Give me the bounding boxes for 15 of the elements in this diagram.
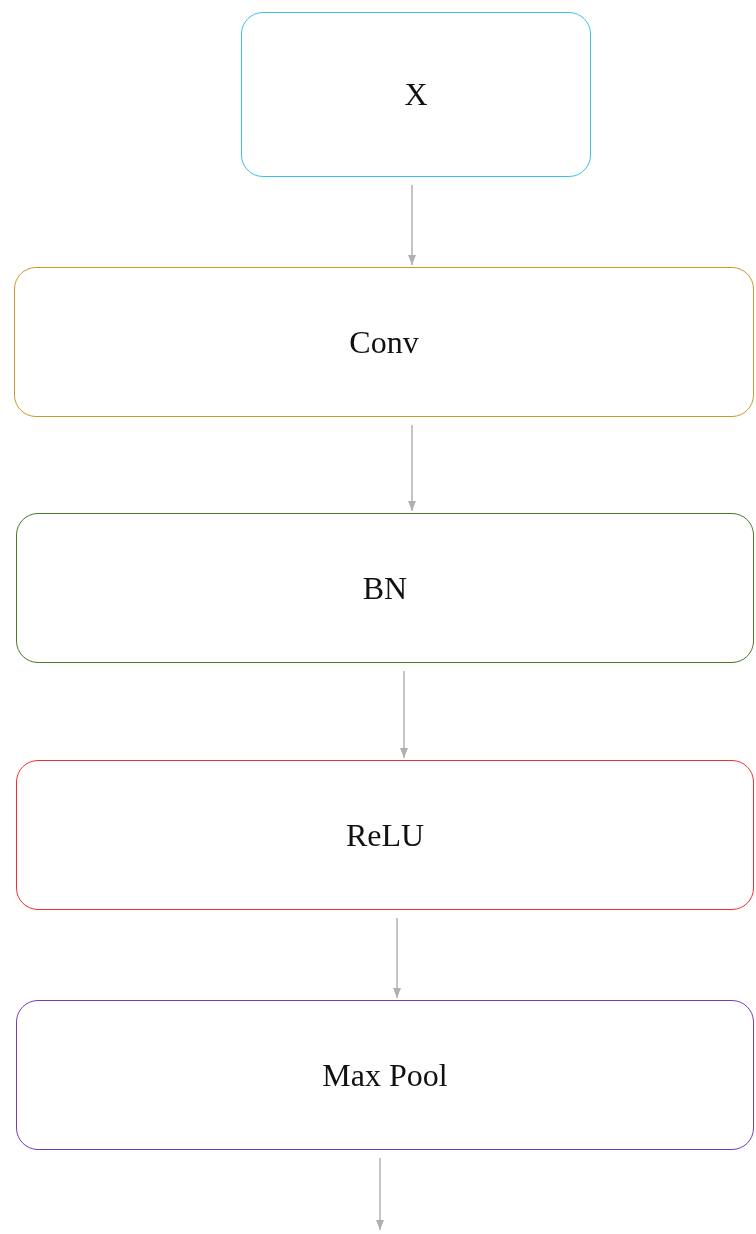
box-label: BN bbox=[362, 569, 408, 607]
process-box bbox=[16, 1000, 754, 1150]
arrow bbox=[392, 917, 402, 999]
arrow bbox=[407, 184, 417, 266]
box-label: Max Pool bbox=[322, 1056, 448, 1094]
process-box bbox=[16, 760, 754, 910]
process-box bbox=[241, 12, 591, 177]
arrow bbox=[375, 1157, 385, 1231]
arrow bbox=[399, 670, 409, 759]
box-label: ReLU bbox=[345, 816, 425, 854]
box-label: X bbox=[404, 76, 428, 113]
process-box bbox=[16, 513, 754, 663]
process-box bbox=[14, 267, 754, 417]
arrow bbox=[407, 424, 417, 512]
box-label: Conv bbox=[349, 323, 419, 361]
